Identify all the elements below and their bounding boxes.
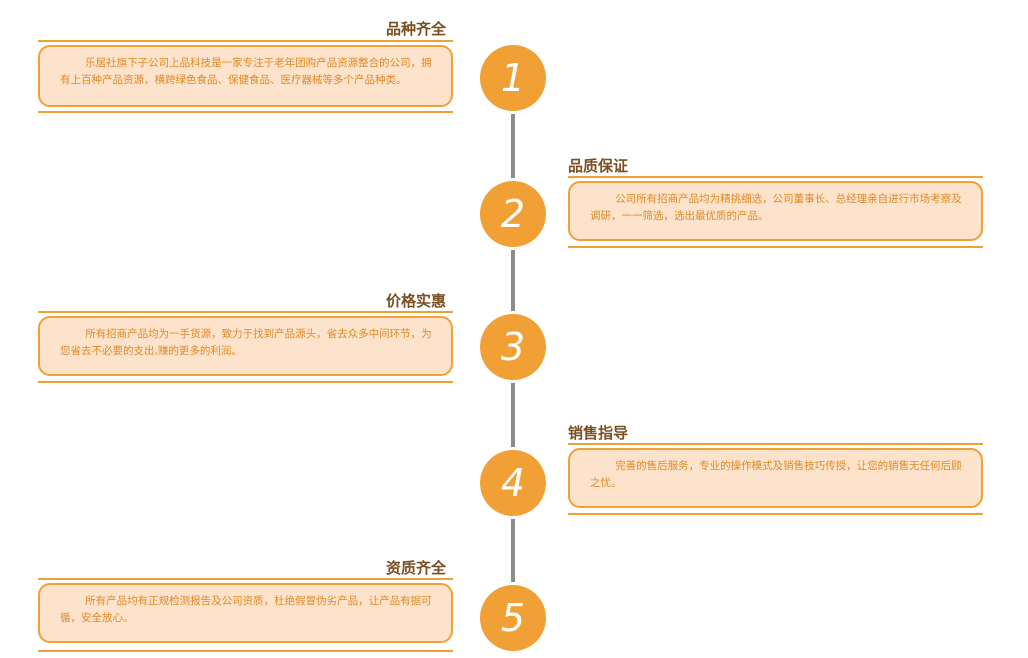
step-3-title: 价格实惠 xyxy=(386,292,447,310)
step-4-top-rule xyxy=(568,443,983,445)
step-5-number-badge: 5 xyxy=(480,585,546,651)
step-4-number-badge: 4 xyxy=(480,450,546,516)
step-5-title: 资质齐全 xyxy=(386,559,447,577)
step-1-title: 品种齐全 xyxy=(386,20,447,38)
step-1-top-rule xyxy=(38,40,453,42)
step-1-bottom-rule xyxy=(38,111,453,113)
step-4-title: 销售指导 xyxy=(568,424,629,442)
step-5-top-rule xyxy=(38,578,453,580)
step-2-number-badge: 2 xyxy=(480,181,546,247)
step-2-top-rule xyxy=(568,176,983,178)
step-1-text-box: 乐居社旗下子公司上品科技是一家专注于老年团购产品资源整合的公司，拥有上百种产品资… xyxy=(38,45,453,107)
step-3-top-rule xyxy=(38,311,453,313)
step-5-bottom-rule xyxy=(38,650,453,652)
step-4-text-box: 完善的售后服务，专业的操作模式及销售技巧传授，让您的销售无任何后顾之忧。 xyxy=(568,448,983,508)
step-5-text-box: 所有产品均有正规检测报告及公司资质，杜绝假冒伪劣产品，让产品有据可循，安全放心。 xyxy=(38,583,453,643)
step-3-bottom-rule xyxy=(38,381,453,383)
step-3-number-badge: 3 xyxy=(480,314,546,380)
step-2-bottom-rule xyxy=(568,246,983,248)
step-1-number-badge: 1 xyxy=(480,45,546,111)
step-4-bottom-rule xyxy=(568,513,983,515)
step-3-text-box: 所有招商产品均为一手货源，致力于找到产品源头，省去众多中间环节，为您省去不必要的… xyxy=(38,316,453,376)
step-2-title: 品质保证 xyxy=(568,157,629,175)
step-2-text-box: 公司所有招商产品均为精挑细选，公司董事长、总经理亲自进行市场考察及调研，一一筛选… xyxy=(568,181,983,241)
